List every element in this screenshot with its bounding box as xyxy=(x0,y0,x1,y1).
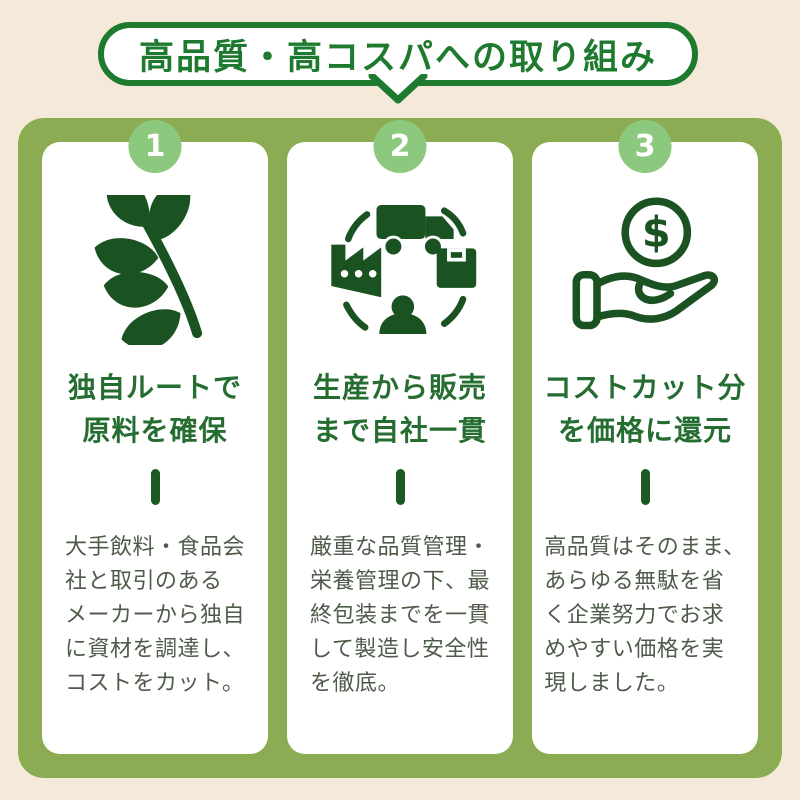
card-description: 厳重な品質管理・ 栄養管理の下、最 終包装までを一貫 して製造し安全性 を徹底。 xyxy=(309,534,490,697)
step-badge-1: 1 xyxy=(128,120,182,173)
cards-container: 1 独自ルートで 原料を確保 大手飲料・食品会 社と取引のある メーカーから独自… xyxy=(18,118,782,778)
benefit-card-1: 1 独自ルートで 原料を確保 大手飲料・食品会 社と取引のある メーカーから独自… xyxy=(42,120,268,754)
step-number: 3 xyxy=(634,129,656,164)
divider-bar xyxy=(640,468,650,505)
page-title: 高品質・高コスパへの取り組み xyxy=(138,37,657,78)
card-heading: コストカット分 を価格に還元 xyxy=(543,371,747,448)
benefit-card-2: 2 xyxy=(287,120,513,754)
card-heading: 生産から販売 まで自社一貫 xyxy=(312,371,487,448)
divider-bar xyxy=(395,468,405,505)
title-banner: 高品質・高コスパへの取り組み xyxy=(98,22,698,104)
step-number: 1 xyxy=(144,129,166,164)
divider-bar xyxy=(150,468,160,505)
leaf-branch-icon xyxy=(83,190,227,350)
step-badge-3: 3 xyxy=(618,120,672,173)
step-badge-2: 2 xyxy=(373,120,427,173)
card-heading: 独自ルートで 原料を確保 xyxy=(67,371,242,448)
step-number: 2 xyxy=(389,129,411,164)
hand-coin-icon: $ xyxy=(565,190,725,350)
dollar-sign: $ xyxy=(642,208,671,256)
card-description: 大手飲料・食品会 社と取引のある メーカーから独自 に資材を調達し、 コストをカ… xyxy=(64,534,245,697)
card-description: 高品質はそのまま、 あらゆる無駄を省 く企業努力でお求 めやすい価格を実 現しま… xyxy=(544,534,746,697)
benefit-card-3: 3 $ コストカット分 を価格に還元 高品質はそのまま、 あらゆる無駄を省 く企… xyxy=(532,120,758,754)
banner-pointer-icon xyxy=(368,74,428,104)
supply-chain-cycle-icon xyxy=(320,190,480,350)
